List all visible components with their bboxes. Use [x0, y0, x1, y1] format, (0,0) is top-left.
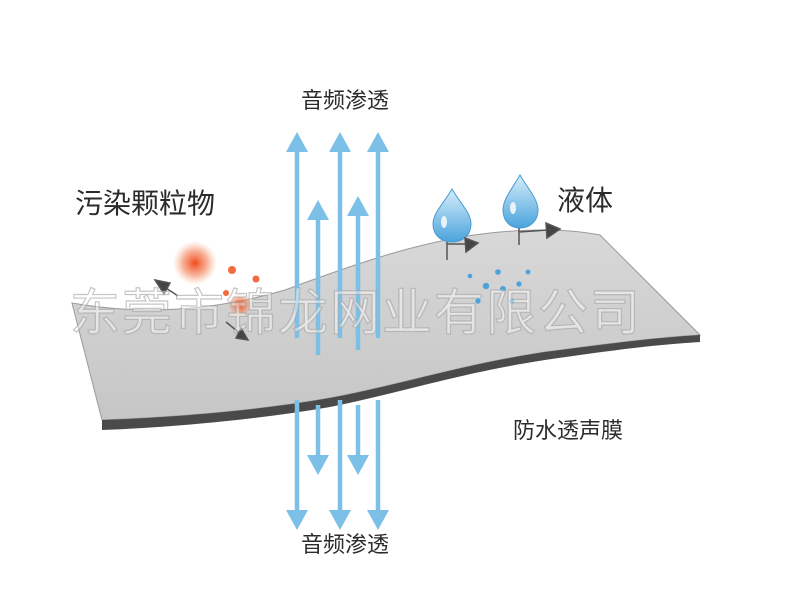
membrane: [71, 229, 702, 430]
label-liquid: 液体: [557, 184, 613, 217]
arrow-up-icon: [307, 200, 329, 355]
pollution-particles: [153, 241, 260, 342]
arrow-up-icon: [347, 196, 369, 350]
label-membrane: 防水透声膜: [513, 419, 623, 444]
arrow-down-icon: [329, 400, 351, 530]
dust-particle-icon: [252, 275, 260, 283]
arrow-up-icon: [367, 132, 389, 338]
arrow-up-icon: [286, 132, 308, 338]
dust-particle-icon: [228, 266, 236, 274]
water-drop-icon: [500, 286, 506, 292]
label-audio-bottom: 音频渗透: [301, 533, 389, 558]
label-particles: 污染颗粒物: [75, 187, 215, 220]
deflect-arrow-icon: [446, 236, 480, 260]
water-drop-icon: [516, 281, 522, 287]
deflect-arrow-icon: [225, 321, 250, 342]
membrane-edge: [102, 335, 700, 430]
water-drop-icon: [467, 273, 473, 279]
arrow-down-icon: [367, 400, 389, 530]
liquid-droplets: [432, 173, 562, 304]
arrow-down-icon: [307, 405, 329, 475]
arrow-down-icon: [347, 405, 369, 475]
arrow-down-icon: [286, 400, 308, 530]
water-drop-icon: [502, 173, 539, 229]
water-drop-icon: [525, 269, 531, 275]
watermark: 东莞市锦龙网业有限公司: [70, 284, 642, 342]
water-drop-icon: [495, 269, 501, 275]
dust-particle-icon: [173, 241, 217, 285]
label-audio-top: 音频渗透: [301, 89, 389, 114]
water-drop-icon: [432, 187, 472, 243]
water-drop-icon: [475, 298, 481, 304]
dust-particle-icon: [223, 290, 229, 296]
water-drop-icon: [509, 298, 515, 304]
deflect-arrow-icon: [518, 221, 562, 245]
dust-particle-icon: [228, 293, 252, 317]
deflect-arrow-icon: [153, 278, 179, 297]
water-drop-icon: [482, 282, 490, 290]
audio-arrows: [286, 132, 389, 530]
arrow-up-icon: [329, 132, 351, 338]
